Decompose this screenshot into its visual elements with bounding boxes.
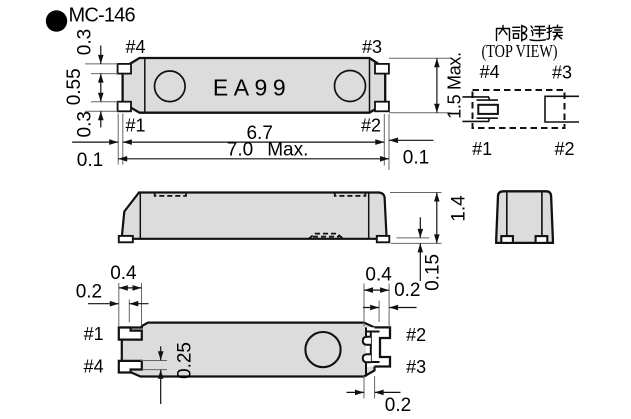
svg-text:#3: #3	[552, 63, 572, 83]
svg-text:#2: #2	[406, 325, 426, 345]
svg-text:0.2: 0.2	[385, 395, 411, 416]
svg-text:0.3: 0.3	[74, 111, 95, 137]
svg-text:#2: #2	[361, 116, 381, 136]
svg-text:0.55: 0.55	[64, 68, 85, 105]
svg-text:0.3: 0.3	[75, 29, 96, 55]
svg-text:MC-146: MC-146	[69, 4, 136, 26]
svg-text:#1: #1	[472, 139, 492, 159]
svg-text:#1: #1	[84, 324, 104, 344]
svg-text:1.5 Max.: 1.5 Max.	[445, 52, 465, 119]
svg-text:#1: #1	[125, 116, 145, 136]
svg-text:(TOP VIEW): (TOP VIEW)	[482, 41, 558, 61]
svg-text:EA99: EA99	[213, 75, 291, 101]
svg-text:#4: #4	[125, 37, 145, 57]
svg-text:0.2: 0.2	[394, 280, 420, 301]
svg-text:0.15: 0.15	[423, 254, 444, 291]
svg-text:6.7: 6.7	[246, 123, 272, 144]
svg-text:#3: #3	[362, 37, 382, 57]
svg-text:0.2: 0.2	[76, 282, 102, 303]
svg-text:0.4: 0.4	[110, 263, 137, 284]
svg-text:0.1: 0.1	[77, 150, 103, 171]
svg-text:1.4: 1.4	[448, 195, 469, 222]
svg-text:#3: #3	[406, 357, 426, 377]
svg-text:0.1: 0.1	[403, 148, 429, 169]
svg-text:0.25: 0.25	[175, 342, 196, 379]
svg-text:#4: #4	[480, 62, 500, 82]
svg-text:0.4: 0.4	[365, 265, 392, 286]
svg-text:#4: #4	[84, 357, 104, 377]
svg-text:#2: #2	[554, 139, 574, 159]
